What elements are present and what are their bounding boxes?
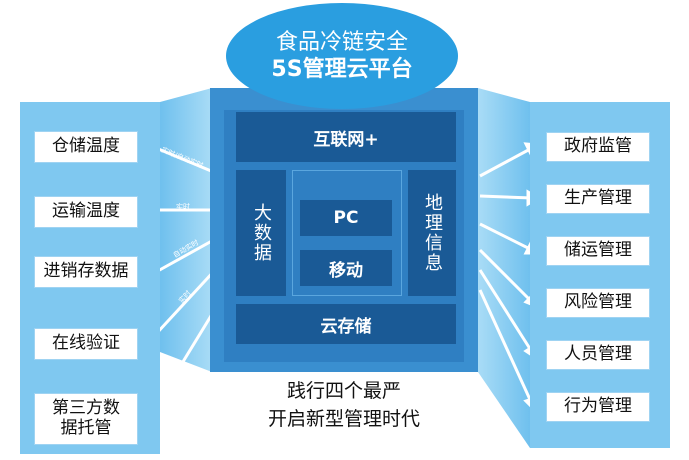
- cloud-line-1: 食品冷链安全: [275, 29, 408, 55]
- left-funnel: [160, 88, 212, 372]
- platform-cloud: 食品冷链安全 5S管理云平台: [226, 3, 458, 109]
- right-item-behavior-mgmt: 行为管理: [546, 392, 650, 422]
- slogan-line-2: 开启新型管理时代: [267, 407, 420, 430]
- pc-block: PC: [300, 200, 392, 236]
- left-item-storage-temp: 仓储温度: [34, 131, 138, 163]
- geo-info-block: 地理信息: [408, 170, 456, 296]
- cloud-storage-block: 云存储: [236, 304, 456, 344]
- big-data-block: 大数据: [236, 170, 286, 296]
- right-item-production-mgmt: 生产管理: [546, 184, 650, 214]
- arrow-tag: 实时: [176, 203, 190, 211]
- internet-plus-block: 互联网+: [236, 112, 456, 162]
- left-item-transport-temp: 运输温度: [34, 196, 138, 228]
- right-funnel: [478, 88, 530, 448]
- mobile-block: 移动: [300, 250, 392, 286]
- cloud-line-2: 5S管理云平台: [271, 57, 413, 82]
- slogan-line-1: 践行四个最严: [286, 380, 401, 402]
- left-item-third-party-data: 第三方数据托管: [34, 393, 138, 445]
- slogan: 践行四个最严 开启新型管理时代: [222, 378, 466, 433]
- right-item-logistics-mgmt: 储运管理: [546, 236, 650, 266]
- right-item-personnel-mgmt: 人员管理: [546, 340, 650, 370]
- left-item-online-verify: 在线验证: [34, 328, 138, 360]
- right-item-risk-mgmt: 风险管理: [546, 288, 650, 318]
- right-item-gov-supervision: 政府监管: [546, 132, 650, 162]
- left-item-inventory-data: 进销存数据: [34, 256, 138, 288]
